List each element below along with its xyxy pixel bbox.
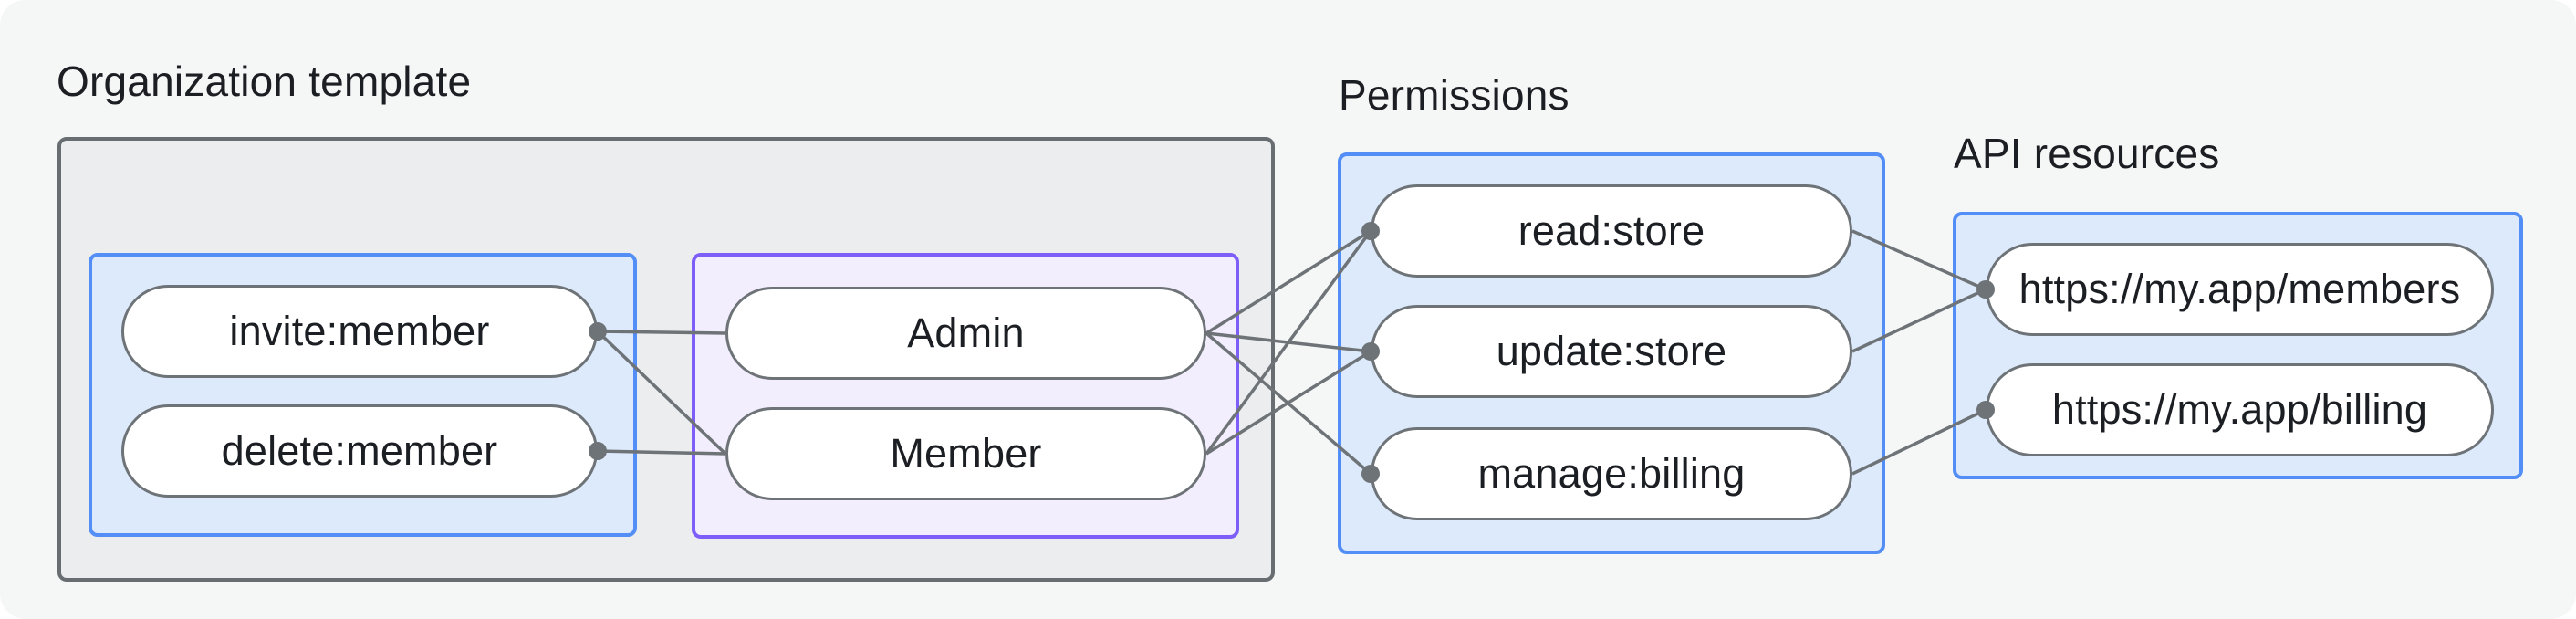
node-invite-member-label: invite:member bbox=[229, 308, 490, 354]
node-api-billing-label: https://my.app/billing bbox=[2051, 386, 2428, 433]
node-member-label: Member bbox=[890, 430, 1042, 477]
node-admin: Admin bbox=[725, 287, 1206, 380]
node-update-store-label: update:store bbox=[1496, 328, 1727, 374]
node-read-store: read:store bbox=[1371, 184, 1852, 278]
node-delete-member-label: delete:member bbox=[221, 427, 498, 474]
node-admin-label: Admin bbox=[907, 310, 1025, 356]
api-resources-label: API resources bbox=[1954, 130, 2220, 177]
organization-template-label: Organization template bbox=[57, 58, 472, 105]
node-member: Member bbox=[725, 407, 1206, 500]
node-manage-billing: manage:billing bbox=[1371, 427, 1852, 520]
node-manage-billing-label: manage:billing bbox=[1477, 450, 1746, 497]
node-delete-member: delete:member bbox=[121, 404, 598, 498]
node-read-store-label: read:store bbox=[1517, 207, 1705, 254]
permissions-label: Permissions bbox=[1339, 71, 1570, 119]
node-api-members: https://my.app/members bbox=[1986, 243, 2494, 336]
node-invite-member: invite:member bbox=[121, 285, 598, 378]
node-api-members-label: https://my.app/members bbox=[2018, 266, 2461, 312]
node-update-store: update:store bbox=[1371, 305, 1852, 398]
node-api-billing: https://my.app/billing bbox=[1986, 363, 2494, 456]
